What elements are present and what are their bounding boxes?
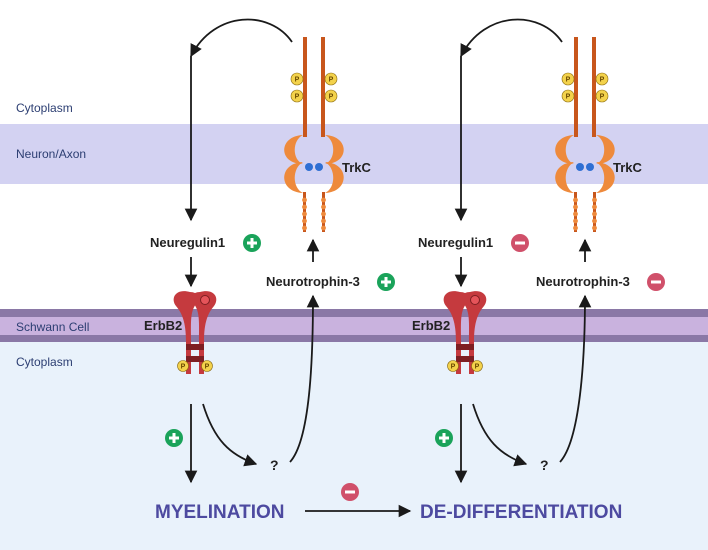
erbb2-label-left: ErbB2 xyxy=(144,318,182,333)
plus-badge-neuregulin-left xyxy=(243,234,261,252)
svg-text:P: P xyxy=(600,77,605,84)
svg-text:P: P xyxy=(475,364,480,371)
schwann-membrane-band xyxy=(0,317,708,335)
left-panel: P P P P TrkC Neuregulin1 Neurotrophin-3 xyxy=(144,18,395,523)
svg-text:P: P xyxy=(566,94,571,101)
phospho-sites-trkc-right: P P P P xyxy=(561,72,609,103)
neurotrophin-label-right: Neurotrophin-3 xyxy=(536,274,630,289)
schwann-membrane-outer-bottom xyxy=(0,335,708,342)
erbb2-receptor-left xyxy=(173,291,217,374)
svg-text:P: P xyxy=(181,364,186,371)
right-panel: P P P P TrkC Neuregulin1 Neurotrophin-3 xyxy=(412,18,665,523)
region-label-schwann-cell: Schwann Cell xyxy=(16,320,89,334)
svg-text:P: P xyxy=(295,94,300,101)
svg-text:P: P xyxy=(295,77,300,84)
plus-badge-neurotrophin-left xyxy=(377,273,395,291)
svg-text:P: P xyxy=(329,77,334,84)
svg-text:P: P xyxy=(566,77,571,84)
svg-text:P: P xyxy=(329,94,334,101)
neuregulin-label-right: Neuregulin1 xyxy=(418,235,493,250)
erbb2-receptor-right xyxy=(443,291,487,374)
arrow-mediator-to-neurotrophin-right xyxy=(559,294,592,463)
region-label-neuron-axon: Neuron/Axon xyxy=(16,147,86,161)
plus-badge-pathway-left xyxy=(165,429,183,447)
plus-badge-pathway-right xyxy=(435,429,453,447)
outcome-dedifferentiation: DE-DIFFERENTIATION xyxy=(420,502,622,523)
phospho-sites-erbb2-left: P P xyxy=(177,360,213,372)
minus-badge-neuregulin-right xyxy=(511,234,529,252)
arrow-trkc-to-neuregulin-left xyxy=(190,18,293,58)
neuregulin-label-left: Neuregulin1 xyxy=(150,235,225,250)
unknown-mediator-right: ? xyxy=(540,457,549,473)
arrow-to-mediator-right xyxy=(472,403,528,467)
svg-text:P: P xyxy=(600,94,605,101)
arrow-mediator-to-neurotrophin-left xyxy=(289,294,320,463)
phospho-sites-erbb2-right: P P xyxy=(447,360,483,372)
outcome-myelination: MYELINATION xyxy=(155,502,284,523)
trkc-receptor-left xyxy=(284,37,344,232)
schwann-membrane-outer-top xyxy=(0,309,708,317)
region-label-cytoplasm-top: Cytoplasm xyxy=(16,101,73,115)
unknown-mediator-left: ? xyxy=(270,457,279,473)
svg-text:P: P xyxy=(205,364,210,371)
minus-badge-transition xyxy=(341,483,359,501)
trkc-label-left: TrkC xyxy=(342,160,372,175)
neurotrophin-label-left: Neurotrophin-3 xyxy=(266,274,360,289)
arrow-trkc-to-neuregulin-right xyxy=(460,18,563,58)
region-label-cytoplasm-bottom: Cytoplasm xyxy=(16,355,73,369)
trkc-receptor-right xyxy=(555,37,615,232)
trkc-label-right: TrkC xyxy=(613,160,643,175)
phospho-sites-trkc-left: P P P P xyxy=(290,72,338,103)
arrow-to-mediator-left xyxy=(202,403,258,467)
minus-badge-neurotrophin-right xyxy=(647,273,665,291)
svg-text:P: P xyxy=(451,364,456,371)
erbb2-label-right: ErbB2 xyxy=(412,318,450,333)
neuron-membrane-band xyxy=(0,124,708,184)
schwann-cytoplasm-region xyxy=(0,340,708,550)
